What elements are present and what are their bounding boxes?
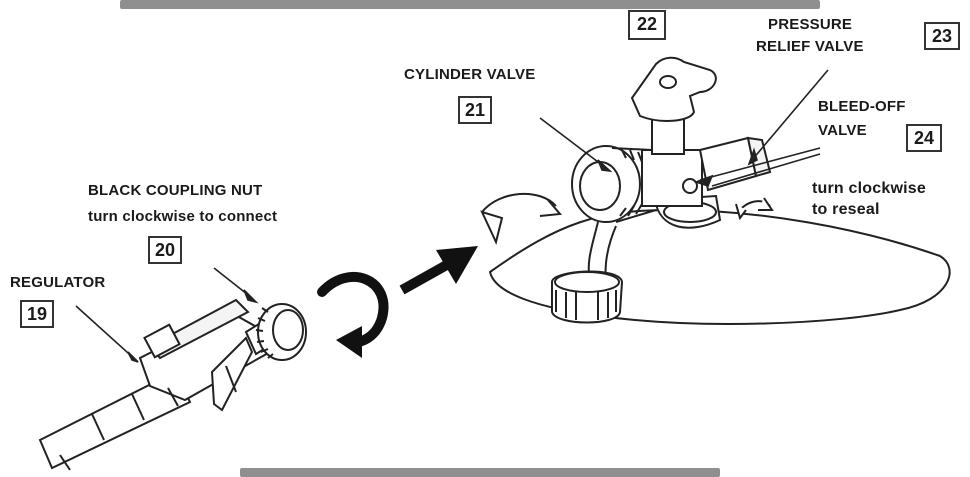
callout-23: 23 xyxy=(924,22,960,50)
regulator-label: REGULATOR xyxy=(10,274,105,292)
cropped-title-text xyxy=(120,0,820,9)
callout-22: 22 xyxy=(628,10,666,40)
callout-19: 19 xyxy=(20,300,54,328)
rotation-arrow-icon xyxy=(322,277,384,358)
reseal-instruction: turn clockwise xyxy=(812,180,926,198)
direction-arrow-icon xyxy=(402,246,478,290)
pressure-relief-label: PRESSURE xyxy=(768,16,852,34)
bleed-off-label: BLEED-OFF xyxy=(818,98,906,116)
callout-24: 24 xyxy=(906,124,942,152)
coupling-nut-label: BLACK COUPLING NUT xyxy=(88,182,262,200)
bleed-off-label-line2: VALVE xyxy=(818,122,867,140)
cylinder-valve-label: CYLINDER VALVE xyxy=(404,66,535,84)
reseal-instruction-line2: to reseal xyxy=(812,201,880,219)
coupling-nut-instruction: turn clockwise to connect xyxy=(88,208,277,226)
callout-21: 21 xyxy=(458,96,492,124)
cropped-caption-text xyxy=(240,468,720,477)
callout-20: 20 xyxy=(148,236,182,264)
regulator-drawing xyxy=(40,300,306,470)
pressure-relief-label-line2: RELIEF VALVE xyxy=(756,38,864,56)
